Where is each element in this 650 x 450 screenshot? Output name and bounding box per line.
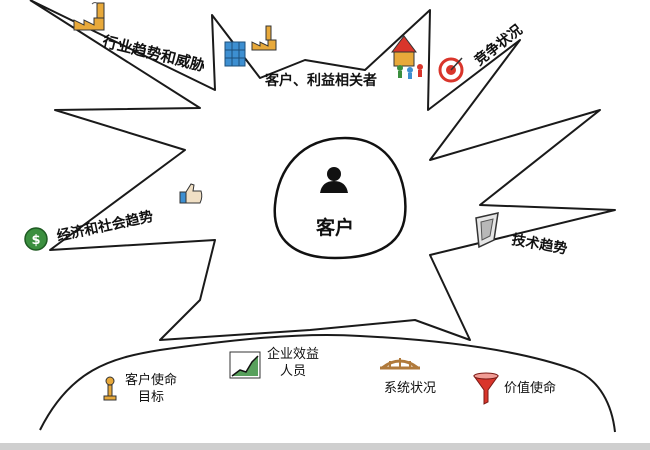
chip-icon [475, 212, 499, 249]
funnel-icon [473, 372, 499, 405]
key-icon [103, 376, 117, 401]
bottom-bar [0, 443, 650, 450]
label-customer: 客户 [316, 217, 355, 239]
label-benefit-line2: 人员 [279, 364, 306, 379]
customer-circle [273, 136, 407, 260]
growth-chart-icon [229, 351, 261, 379]
factory-icon [73, 2, 105, 31]
label-mission-line1: 客户使命 [124, 373, 177, 388]
target-icon [438, 57, 464, 83]
factory-small-icon [251, 25, 277, 51]
svg-text:$: $ [31, 233, 40, 248]
label-stakeholders: 客户、利益相关者 [265, 73, 377, 89]
label-system: 系统状况 [383, 381, 436, 396]
label-mission-line2: 目标 [137, 390, 164, 405]
ground-hill [39, 333, 616, 433]
bridge-icon [380, 358, 420, 370]
person-icon [320, 167, 348, 193]
building-icon [224, 41, 246, 67]
label-value: 价值使命 [503, 381, 556, 396]
community-icon [391, 35, 423, 79]
label-mission: 客户使命 目标 [120, 372, 182, 406]
label-benefit: 企业效益 人员 [262, 346, 324, 380]
label-benefit-line1: 企业效益 [266, 347, 319, 362]
dollar-coin-icon: $ [24, 227, 48, 251]
thumbs-up-icon [179, 183, 203, 204]
star-outline [29, 0, 616, 341]
